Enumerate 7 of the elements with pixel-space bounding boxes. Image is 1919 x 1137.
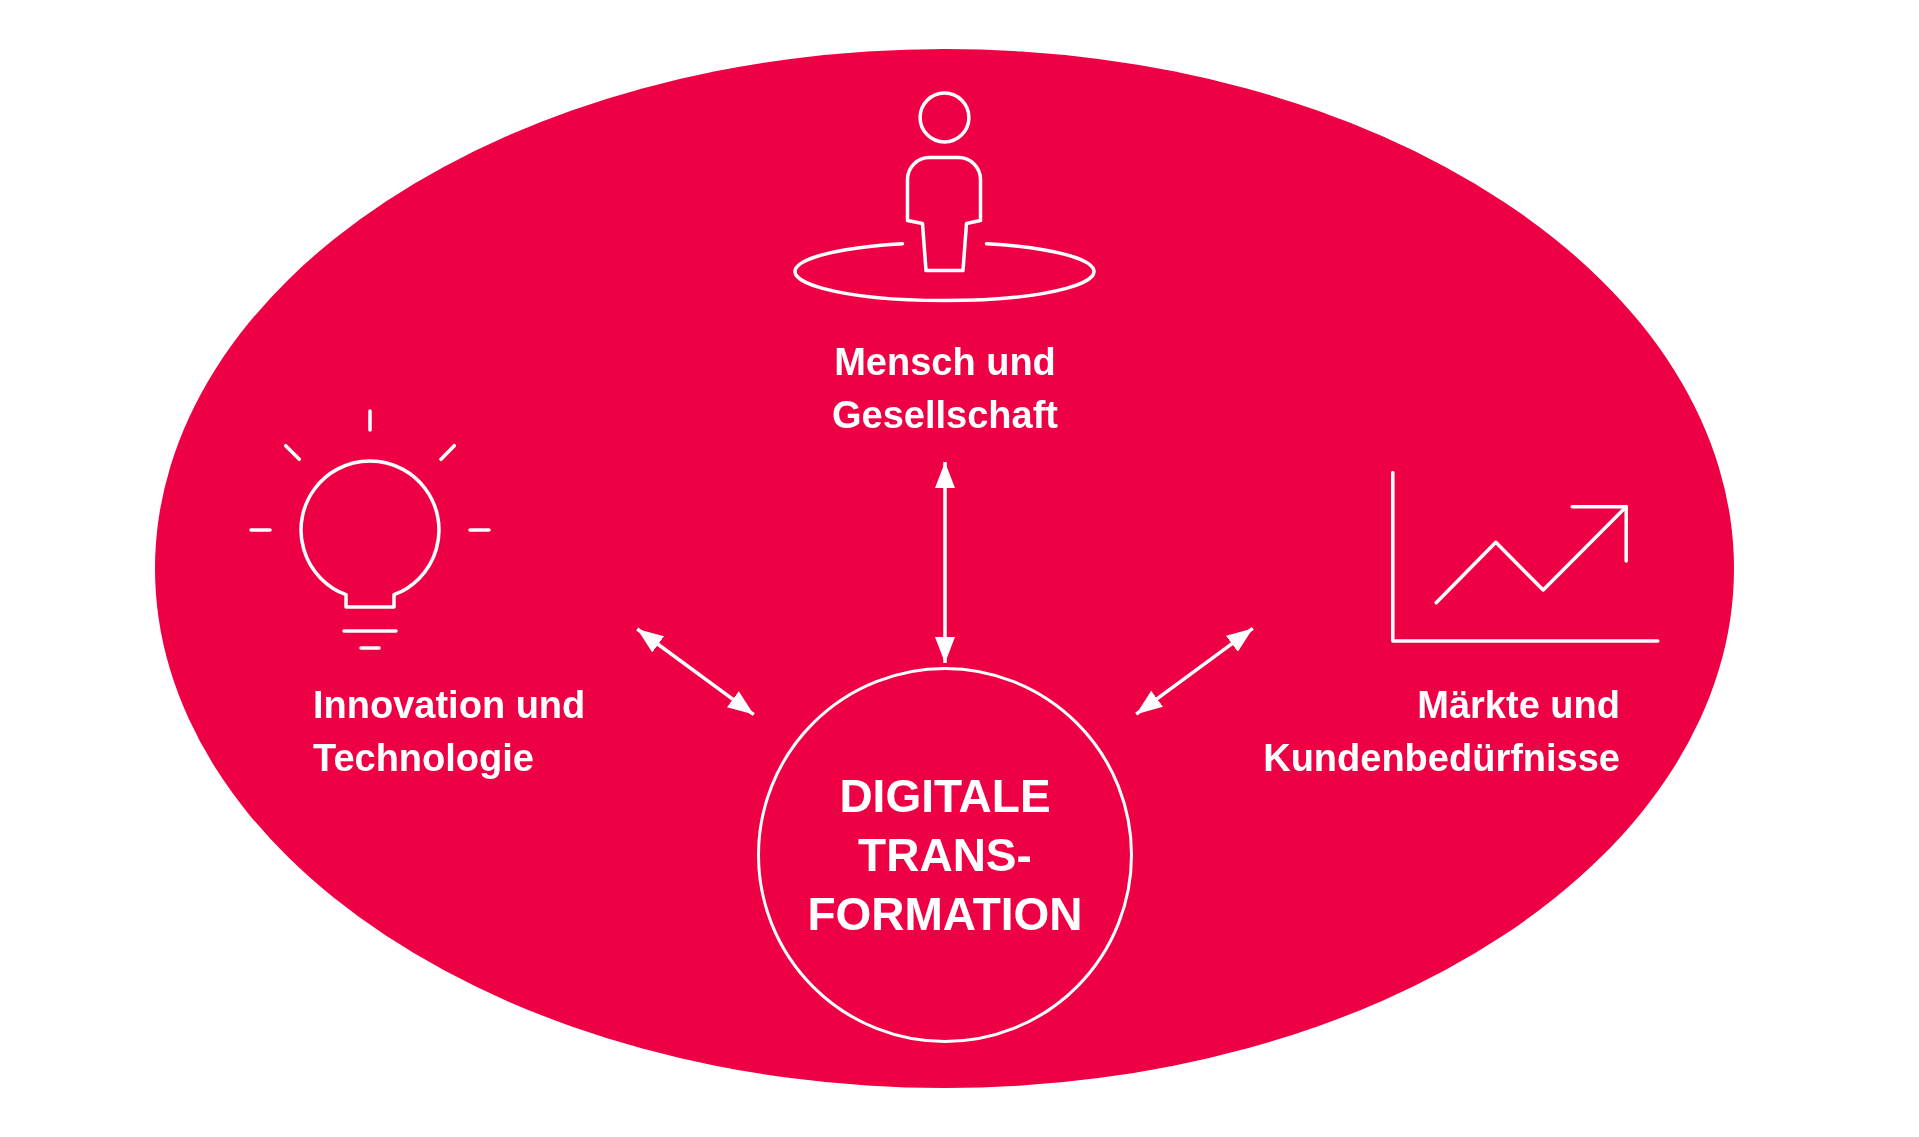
double-arrow <box>1135 627 1254 716</box>
topic-label: Innovation und Technologie <box>313 683 587 781</box>
topic-label: Märkte und Kundenbedürfnisse <box>1262 683 1620 781</box>
double-arrow <box>935 462 955 663</box>
center-label: DIGITALE TRANS- FORMATION <box>806 768 1084 942</box>
double-arrow <box>636 627 755 716</box>
topic-label: Mensch und Gesellschaft <box>831 340 1059 438</box>
